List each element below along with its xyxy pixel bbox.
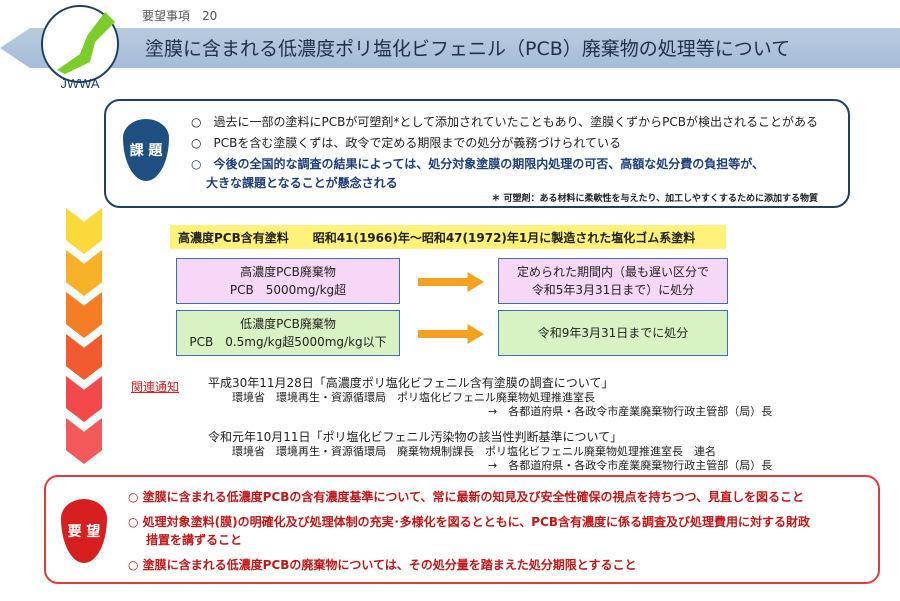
low-conc: PCB 0.5mg/kg超5000mg/kg以下 bbox=[189, 335, 387, 349]
high-deadline-2: 令和5年3月31日まで）に処分 bbox=[531, 283, 695, 297]
title-banner bbox=[0, 28, 900, 68]
requests-drop-icon: 要 望 bbox=[61, 499, 107, 563]
high-title: 高濃度PCB廃棄物 bbox=[240, 265, 336, 279]
notice-recipient: → 各都道府県・各政令市産業廃棄物行政主管部（局）長 bbox=[488, 459, 773, 472]
flow-chevron bbox=[66, 334, 102, 380]
section-number: 要望事項 20 bbox=[142, 9, 218, 23]
issues-box: 課 題 ○ 過去に一部の塗料にPCBが可塑剤*として添加されていたこともあり、塗… bbox=[104, 99, 850, 208]
notice-recipient: → 各都道府県・各政令市産業廃棄物行政主管部（局）長 bbox=[488, 405, 773, 418]
paint-desc: 昭和41(1966)年～昭和47(1972)年1月に製造された塩化ゴム系塗料 bbox=[312, 231, 696, 245]
flow-chevron bbox=[66, 376, 102, 422]
request-item: ○ 塗膜に含まれる低濃度PCBの含有濃度基準について、常に最新の知見及び安全性確… bbox=[128, 490, 804, 504]
notice-issuer: 環境省 環境再生・資源循環局 ポリ塩化ビフェニル廃棄物処理推進室長 bbox=[232, 391, 595, 404]
issue-item: ○ 今後の全国的な調査の結果によっては、処分対象塗膜の期限内処理の可否、高額な処… bbox=[191, 157, 765, 171]
issues-label: 課 題 bbox=[129, 143, 163, 159]
issues-drop-icon: 課 題 bbox=[123, 119, 169, 181]
notice-title: 平成30年11月28日「高濃度ポリ塩化ビフェニル含有塗膜の調査について」 bbox=[208, 376, 614, 390]
arrow-right-icon bbox=[418, 272, 484, 292]
issue-item: ○ PCBを含む塗膜くずは、政令で定める期限までの処分が義務づけられている bbox=[191, 136, 621, 150]
flow-chevron bbox=[66, 418, 102, 464]
high-pcb-box: 高濃度PCB廃棄物 PCB 5000mg/kg超 bbox=[176, 258, 400, 304]
issue-item: 大きな課題となることが懸念される bbox=[206, 176, 398, 190]
low-deadline: 令和9年3月31日までに処分 bbox=[537, 326, 689, 340]
low-pcb-box: 低濃度PCB廃棄物 PCB 0.5mg/kg超5000mg/kg以下 bbox=[176, 310, 400, 356]
low-deadline-box: 令和9年3月31日までに処分 bbox=[498, 310, 728, 356]
request-item: 措置を講ずること bbox=[146, 533, 243, 547]
high-deadline-box: 定められた期間内（最も遅い区分で令和5年3月31日まで）に処分 bbox=[498, 258, 728, 304]
flow-chevron bbox=[66, 250, 102, 296]
requests-box: 要 望 ○ 塗膜に含まれる低濃度PCBの含有濃度基準について、常に最新の知見及び… bbox=[44, 475, 880, 584]
low-title: 低濃度PCB廃棄物 bbox=[240, 317, 336, 331]
requests-label: 要 望 bbox=[67, 524, 101, 540]
request-item: ○ 塗膜に含まれる低濃度PCBの廃棄物については、その処分量を踏まえた処分期限と… bbox=[128, 558, 637, 572]
logo-text: JWWA bbox=[60, 76, 100, 91]
arrow-right-icon bbox=[418, 324, 484, 344]
page-title: 塗膜に含まれる低濃度ポリ塩化ビフェニル（PCB）廃棄物の処理等について bbox=[145, 38, 791, 60]
jwwa-logo: JWWA bbox=[35, 2, 125, 92]
paint-label: 高濃度PCB含有塗料 bbox=[178, 231, 289, 245]
flow-chevron bbox=[66, 208, 102, 254]
notice-title: 令和元年10月11日「ポリ塩化ビフェニル汚染物の該当性判断基準について」 bbox=[208, 430, 623, 444]
request-item: ○ 処理対象塗料(膜)の明確化及び処理体制の充実･多様化を図るとともに、PCB含… bbox=[128, 515, 811, 529]
notices-label: 関連通知 bbox=[131, 380, 180, 394]
paint-banner: 高濃度PCB含有塗料 昭和41(1966)年～昭和47(1972)年1月に製造さ… bbox=[170, 225, 726, 249]
flow-chevron bbox=[66, 292, 102, 338]
footnote: ＊ 可塑剤：ある材料に柔軟性を与えたり、加工しやすくするために添加する物質 bbox=[491, 194, 818, 204]
issue-item: ○ 過去に一部の塗料にPCBが可塑剤*として添加されていたこともあり、塗膜くずか… bbox=[191, 115, 818, 129]
notice-issuer: 環境省 環境再生・資源循環局 廃棄物規制課長 ポリ塩化ビフェニル廃棄物処理推進室… bbox=[232, 445, 716, 458]
high-conc: PCB 5000mg/kg超 bbox=[229, 283, 347, 297]
high-deadline: 定められた期間内（最も遅い区分で bbox=[516, 265, 709, 279]
